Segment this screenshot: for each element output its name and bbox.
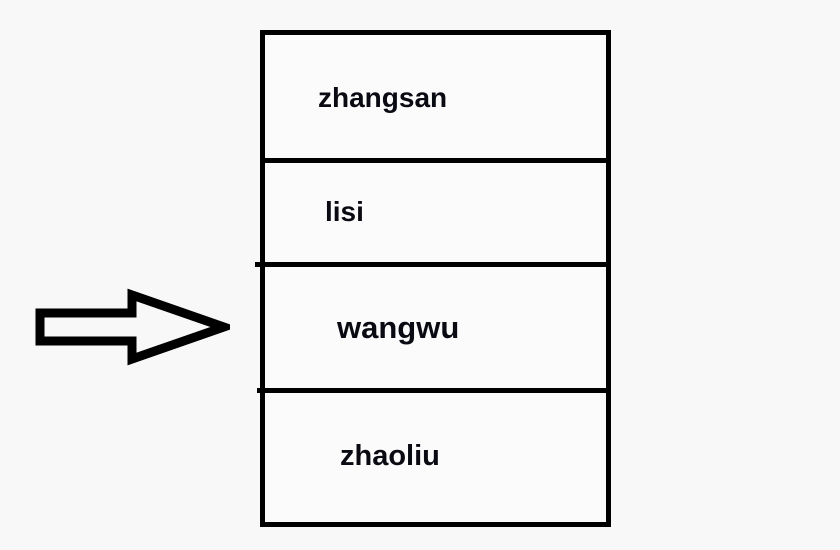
stack-row[interactable]: lisi	[265, 160, 606, 264]
stack-row-label: zhangsan	[318, 81, 448, 113]
row-divider	[255, 262, 611, 267]
stack-row-label: lisi	[325, 196, 364, 227]
block-arrow-right-icon	[34, 286, 230, 368]
stack-row[interactable]: zhangsan	[265, 35, 606, 160]
row-divider	[257, 388, 611, 393]
stack-row-label: wangwu	[337, 309, 460, 345]
stack-row[interactable]: zhaoliu	[265, 390, 606, 522]
stack-row-list: zhangsan lisi wangwu zhaoliu	[265, 35, 606, 522]
row-divider	[261, 158, 609, 163]
stack-container: zhangsan lisi wangwu zhaoliu	[260, 30, 611, 527]
stack-row-label: zhaoliu	[340, 439, 440, 472]
stack-row[interactable]: wangwu	[265, 264, 606, 390]
block-arrow-shape	[35, 288, 230, 366]
